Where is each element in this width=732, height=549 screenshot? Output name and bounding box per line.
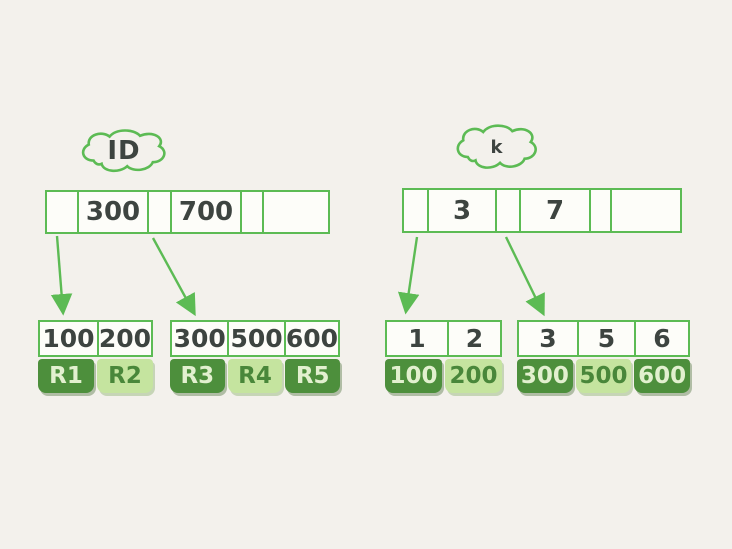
key-cell: 200 [96, 322, 151, 355]
leaf-key-row: 100 200 [38, 320, 153, 357]
key-cell: 5 [577, 322, 634, 355]
leaf-key-row: 300 500 600 [170, 320, 340, 357]
record-block: 100 [385, 359, 442, 393]
pointer-arrow [50, 235, 73, 316]
record-row: 300 500 600 [517, 359, 691, 393]
key-cell: 3 [427, 190, 495, 231]
record-block: 600 [634, 359, 691, 393]
record-block: 200 [445, 359, 502, 393]
record-block: 500 [575, 359, 632, 393]
btree-leaf-node: 100 200 R1 R2 [38, 320, 153, 393]
pointer-arrow [504, 236, 545, 317]
pointer-cell [404, 190, 427, 231]
index-label-cloud: k [451, 122, 543, 172]
key-cell: 600 [283, 322, 338, 355]
key-cell: 300 [77, 192, 147, 232]
key-cell: 500 [227, 322, 283, 355]
cloud-outline-icon [451, 122, 543, 172]
key-cell: 300 [173, 324, 226, 353]
record-row: R1 R2 [38, 359, 153, 393]
pointer-cell [495, 190, 519, 231]
index-name: k [490, 136, 504, 158]
btree-leaf-node: 1 2 100 200 [385, 320, 502, 393]
btree-root-node: 3 7 [402, 188, 682, 233]
key-cell: 2 [447, 322, 500, 355]
pointer-cell [47, 192, 77, 232]
record-block: 300 [517, 359, 573, 393]
record-row: R3 R4 R5 [170, 359, 341, 393]
key-cell: 3 [539, 324, 557, 353]
key-cell: 1 [408, 324, 426, 353]
cloud-outline-icon [76, 127, 172, 175]
key-cell: 700 [170, 192, 240, 232]
btree-leaf-node: 300 500 600 R3 R4 R5 [170, 320, 341, 393]
record-block: R1 [38, 359, 94, 393]
empty-key-cell [610, 190, 680, 231]
pointer-arrow [397, 236, 420, 315]
leaf-key-row: 3 5 6 [517, 320, 690, 357]
record-block: R4 [227, 359, 283, 393]
pointer-cell [147, 192, 170, 232]
empty-key-cell [262, 192, 328, 232]
record-row: 100 200 [385, 359, 502, 393]
pointer-arrow [151, 237, 196, 317]
index-name: ID [107, 136, 141, 166]
key-cell: 6 [634, 322, 688, 355]
record-block: R5 [285, 359, 341, 393]
pointer-cell [240, 192, 262, 232]
record-block: R3 [170, 359, 225, 393]
index-label-cloud: ID [76, 127, 172, 175]
btree-leaf-node: 3 5 6 300 500 600 [517, 320, 691, 393]
key-cell: 100 [42, 324, 95, 353]
key-cell: 7 [519, 190, 589, 231]
record-block: R2 [97, 359, 153, 393]
pointer-cell [589, 190, 610, 231]
btree-root-node: 300 700 [45, 190, 330, 234]
leaf-key-row: 1 2 [385, 320, 502, 357]
